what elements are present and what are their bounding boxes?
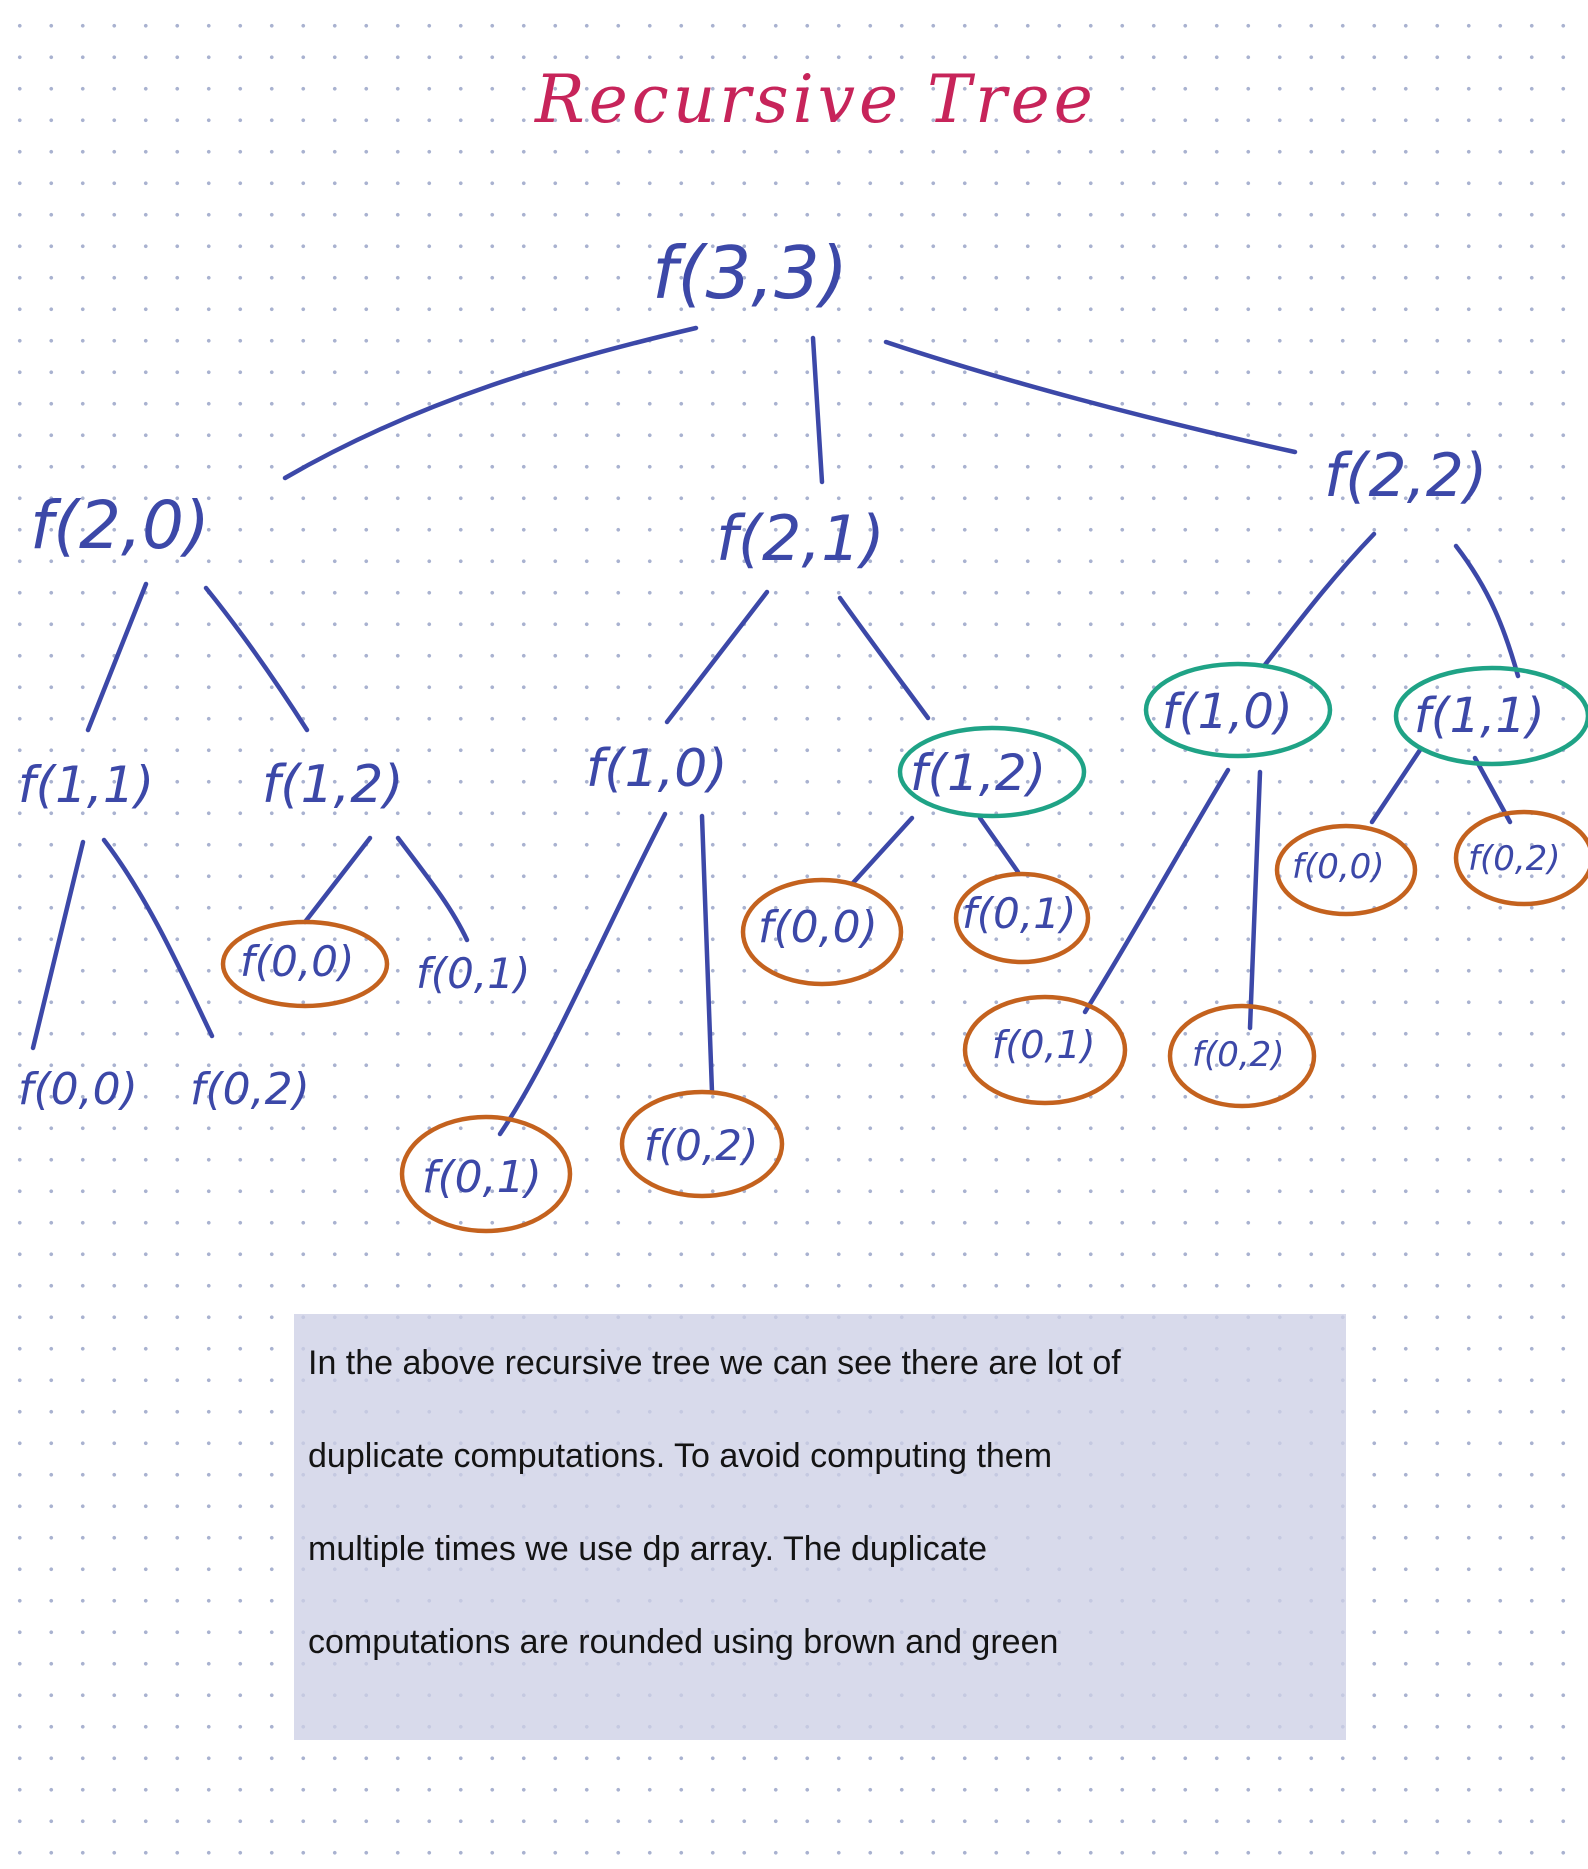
edge-22-10 [1261, 531, 1377, 669]
note-line-2: duplicate computations. To avoid computi… [308, 1437, 1053, 1475]
brown-ring-m-01 [399, 1114, 573, 1234]
brown-ring-r-02b [1453, 809, 1588, 907]
recursive-tree-diagram: Recursive Tree [18, 61, 1588, 1234]
edge-10r-02 [1247, 769, 1263, 1031]
node-l2-middle-a: f(1,0) [586, 739, 728, 799]
note-line-3: multiple times we use dp array. The dupl… [308, 1530, 988, 1568]
edge-12m-01 [977, 815, 1021, 875]
explanation-note: In the above recursive tree we can see t… [294, 1314, 1346, 1740]
edge-10r-01 [1082, 767, 1231, 1015]
node-l3-ra-1: f(0,1) [992, 1023, 1095, 1067]
edge-10m-01 [497, 811, 668, 1137]
edge-12-01 [395, 835, 470, 943]
node-l3-mb-1: f(0,0) [758, 902, 878, 953]
node-l3-la-2: f(0,2) [190, 1064, 310, 1115]
tree-edges [30, 325, 1521, 1137]
node-l3-lb-2: f(0,1) [416, 949, 530, 998]
node-root: f(3,3) [652, 231, 848, 315]
brown-ring-r-01 [962, 994, 1128, 1106]
edge-11r-02 [1472, 755, 1513, 825]
node-l3-ma-2: f(0,2) [644, 1121, 758, 1170]
edge-10m-02 [699, 813, 715, 1095]
edge-11-00 [30, 839, 86, 1051]
node-l3-lb-1: f(0,0) [240, 937, 354, 986]
node-l2-left-a: f(1,1) [18, 756, 154, 814]
edge-12-00 [302, 835, 373, 925]
edge-11-02 [101, 837, 215, 1039]
node-l2-middle-b: f(1,2) [910, 744, 1046, 802]
node-l3-mb-2: f(0,1) [962, 889, 1076, 938]
duplicate-markers [220, 661, 1588, 1234]
edge-11r-00 [1369, 747, 1423, 825]
node-l1-middle: f(2,1) [716, 502, 885, 575]
edge-root-middle [810, 335, 825, 485]
green-ring-m-12 [897, 725, 1087, 819]
note-line-4: computations are rounded using brown and… [308, 1623, 1059, 1661]
edge-root-left [282, 325, 699, 481]
green-ring-r-11 [1393, 665, 1588, 767]
edge-21-10 [664, 589, 770, 725]
diagram-title: Recursive Tree [534, 61, 1097, 138]
node-l3-rb-1: f(0,0) [1292, 847, 1385, 887]
brown-ring-m-02 [619, 1089, 785, 1199]
node-l3-ma-1: f(0,1) [422, 1152, 542, 1203]
brown-ring-l-00 [220, 919, 390, 1009]
node-l2-left-b: f(1,2) [262, 755, 404, 815]
node-l3-la-1: f(0,0) [18, 1064, 138, 1115]
node-l3-rb-2: f(0,2) [1468, 839, 1561, 879]
edge-12m-00 [849, 815, 915, 887]
brown-ring-r-00 [1274, 823, 1418, 917]
edge-21-12 [837, 595, 931, 721]
edge-root-right [883, 339, 1298, 455]
node-l2-right-b: f(1,1) [1414, 688, 1545, 744]
green-ring-r-10 [1143, 661, 1333, 759]
node-l1-right: f(2,2) [1324, 441, 1487, 511]
edge-22-11 [1453, 543, 1521, 679]
node-l3-ra-2: f(0,2) [1192, 1035, 1285, 1075]
brown-ring-m-00 [740, 877, 904, 987]
brown-ring-r-02 [1167, 1003, 1317, 1109]
node-l2-right-a: f(1,0) [1162, 684, 1293, 740]
note-line-1: In the above recursive tree we can see t… [308, 1344, 1121, 1382]
node-l1-left: f(2,0) [30, 487, 210, 564]
brown-ring-m-01b [953, 871, 1091, 965]
edge-20-11 [85, 581, 149, 733]
tree-nodes: f(3,3) f(2,0) f(2,1) f(2,2) f(1,1) f(1,2… [18, 231, 1561, 1203]
edge-20-12 [203, 585, 310, 733]
